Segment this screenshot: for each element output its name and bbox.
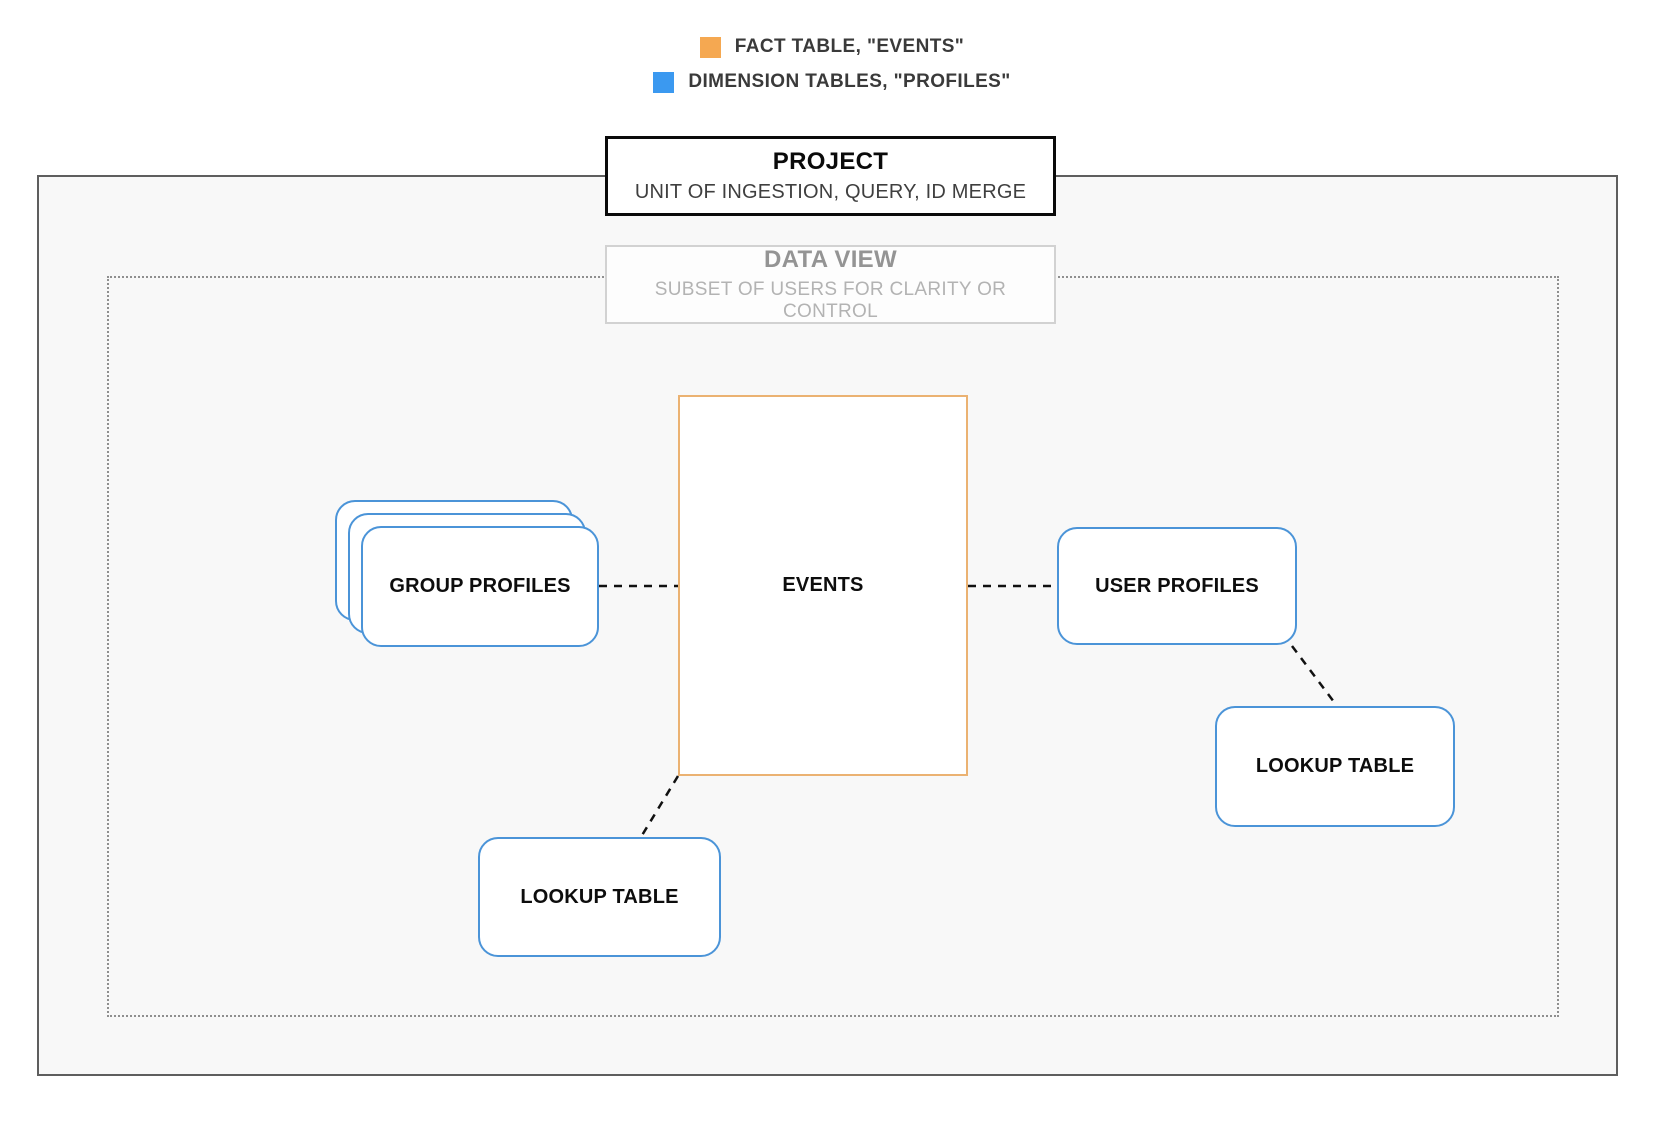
project-title: PROJECT: [772, 148, 889, 175]
lookup-table-right-node: LOOKUP TABLE: [1215, 706, 1455, 827]
events-label: EVENTS: [782, 574, 864, 596]
dimension-tables-swatch-icon: [653, 71, 675, 93]
user-profiles-node: USER PROFILES: [1057, 527, 1297, 645]
legend-item-dimension-tables: DIMENSION TABLES, "PROFILES": [653, 71, 1010, 93]
lookup-table-bottom-label: LOOKUP TABLE: [520, 885, 679, 908]
data-view-subtitle: SUBSET OF USERS FOR CLARITY OR CONTROL: [654, 279, 1007, 322]
legend-item-fact-table: FACT TABLE, "EVENTS": [699, 36, 965, 58]
group-profiles-label: GROUP PROFILES: [389, 575, 571, 597]
lookup-table-bottom-node: LOOKUP TABLE: [478, 837, 721, 957]
events-node: EVENTS: [678, 395, 968, 776]
user-profiles-label: USER PROFILES: [1095, 574, 1259, 597]
data-view-title: DATA VIEW: [764, 246, 897, 273]
legend-label-dimension-tables: DIMENSION TABLES, "PROFILES": [688, 71, 1011, 92]
project-box: PROJECT UNIT OF INGESTION, QUERY, ID MER…: [605, 136, 1056, 216]
group-profiles-node: GROUP PROFILES: [361, 526, 599, 647]
legend-label-fact-table: FACT TABLE, "EVENTS": [734, 36, 965, 57]
project-subtitle: UNIT OF INGESTION, QUERY, ID MERGE: [634, 181, 1027, 203]
fact-table-swatch-icon: [699, 36, 721, 58]
data-view-box: DATA VIEW SUBSET OF USERS FOR CLARITY OR…: [605, 245, 1056, 324]
lookup-table-right-label: LOOKUP TABLE: [1255, 755, 1415, 777]
legend: FACT TABLE, "EVENTS" DIMENSION TABLES, "…: [0, 36, 1664, 93]
